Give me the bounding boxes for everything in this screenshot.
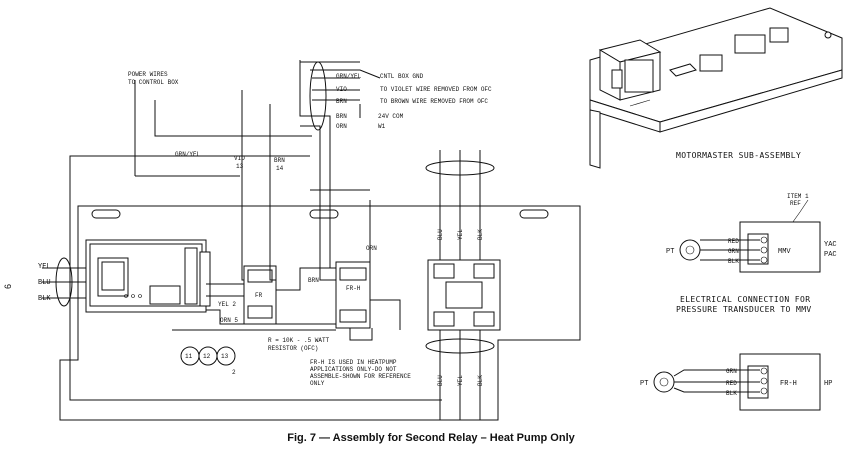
note-line-2: APPLICATIONS ONLY-DO NOT: [310, 366, 397, 373]
brn-label-2: BRN: [336, 113, 347, 120]
note-line-3: ASSEMBLE-SHOWN FOR REFERENCE: [310, 373, 411, 380]
blu-left-label: BLU: [38, 279, 51, 287]
orn-5-label: ORN 5: [220, 317, 238, 324]
24v-com-label: 24V COM: [378, 113, 404, 120]
page-marker: 6: [3, 284, 13, 289]
power-wires-label-2: TO CONTROL BOX: [128, 79, 179, 86]
vio-13-label-b: 13: [236, 163, 244, 170]
figure-caption: Fig. 7 — Assembly for Second Relay – Hea…: [287, 432, 575, 444]
yac-label: YAC: [824, 241, 837, 249]
to-violet-label: TO VIOLET WIRE REMOVED FROM OFC: [380, 86, 492, 93]
hp-label: HP: [824, 380, 832, 388]
resistor-label-2: RESISTOR (OFC): [268, 345, 318, 352]
control-board: [85, 239, 211, 313]
to-brown-label: TO BROWN WIRE REMOVED FROM OFC: [380, 98, 488, 105]
fr-h-box-label: FR-H: [780, 380, 797, 388]
note-line-4: ONLY: [310, 380, 325, 387]
relay-block-1: FR: [243, 265, 277, 325]
brn-label: BRN: [336, 98, 347, 105]
resistor-callouts: 11 12 13 2: [180, 346, 236, 376]
w1-label: W1: [378, 123, 386, 130]
mmv-label: MMV: [778, 248, 791, 256]
power-wires-label-1: POWER WIRES: [128, 71, 168, 78]
contactor: [427, 259, 501, 331]
yel-2-label: YEL 2: [218, 301, 236, 308]
brn-14-label-a: BRN: [274, 157, 285, 164]
brn-relay-label: BRN: [308, 277, 319, 284]
wiring-lines: [42, 60, 481, 420]
vio-13-label-a: VIO: [234, 155, 245, 162]
circle-2: 2: [232, 369, 236, 376]
blu-bottom-label: BLU: [437, 375, 444, 386]
note-line-1: FR-H IS USED IN HEATPUMP: [310, 359, 397, 366]
red-label-top: RED: [728, 238, 739, 245]
motormaster-label: MOTORMASTER SUB-ASSEMBLY: [676, 151, 801, 160]
orn-label: ORN: [336, 123, 347, 130]
blk-top-label: BLK: [477, 229, 484, 240]
wire-bundle-loops: [55, 61, 495, 354]
pt-mmv-schematic: ITEM 1 REF MMV YAC PAC PT RED GRN BLK EL…: [666, 193, 837, 314]
fr-h-label: FR-H: [346, 285, 361, 292]
circle-11: 11: [185, 353, 193, 360]
red-label-bottom: RED: [726, 380, 737, 387]
grn-label-top: GRN: [728, 248, 739, 255]
svg-text:FR: FR: [255, 292, 263, 299]
yel-top-label: YEL: [457, 229, 464, 240]
resistor-label-1: R = 10K - .5 WATT: [268, 337, 330, 344]
blk-label-top: BLK: [728, 258, 739, 265]
blk-label-bottom: BLK: [726, 390, 737, 397]
elec-conn-line-2: PRESSURE TRANSDUCER TO MMV: [676, 305, 812, 314]
grn-yel-label: GRN/YEL: [336, 73, 362, 80]
grn-yel-vert-label: GRN/YEL: [175, 151, 201, 158]
motormaster-subassembly-drawing: MOTORMASTER SUB-ASSEMBLY: [589, 7, 843, 169]
brn-14-label-b: 14: [276, 165, 284, 172]
item-1-label: ITEM 1: [787, 193, 809, 200]
yel-left-label: YEL: [38, 263, 51, 271]
circle-12: 12: [203, 353, 211, 360]
cntl-box-gnd-label: CNTL BOX GND: [380, 73, 424, 80]
pt-frh-schematic: FR-H HP PT GRN RED BLK: [640, 353, 832, 411]
pt-label-top: PT: [666, 248, 674, 256]
blu-top-label: BLU: [437, 229, 444, 240]
grn-label-bottom: GRN: [726, 368, 737, 375]
pac-label: PAC: [824, 251, 837, 259]
circle-13: 13: [221, 353, 229, 360]
wiring-labels: POWER WIRES TO CONTROL BOX GRN/YEL VIO B…: [38, 71, 492, 387]
ref-label: REF: [790, 200, 801, 207]
elec-conn-line-1: ELECTRICAL CONNECTION FOR: [680, 295, 810, 304]
yel-bottom-label: YEL: [457, 375, 464, 386]
pt-label-bottom: PT: [640, 380, 648, 388]
blk-left-label: BLK: [38, 295, 51, 303]
blk-bottom-label: BLK: [477, 375, 484, 386]
orn-right-label: ORN: [366, 245, 377, 252]
vio-label: VIO: [336, 86, 347, 93]
relay-block-fr-h: FR-H: [335, 261, 371, 329]
